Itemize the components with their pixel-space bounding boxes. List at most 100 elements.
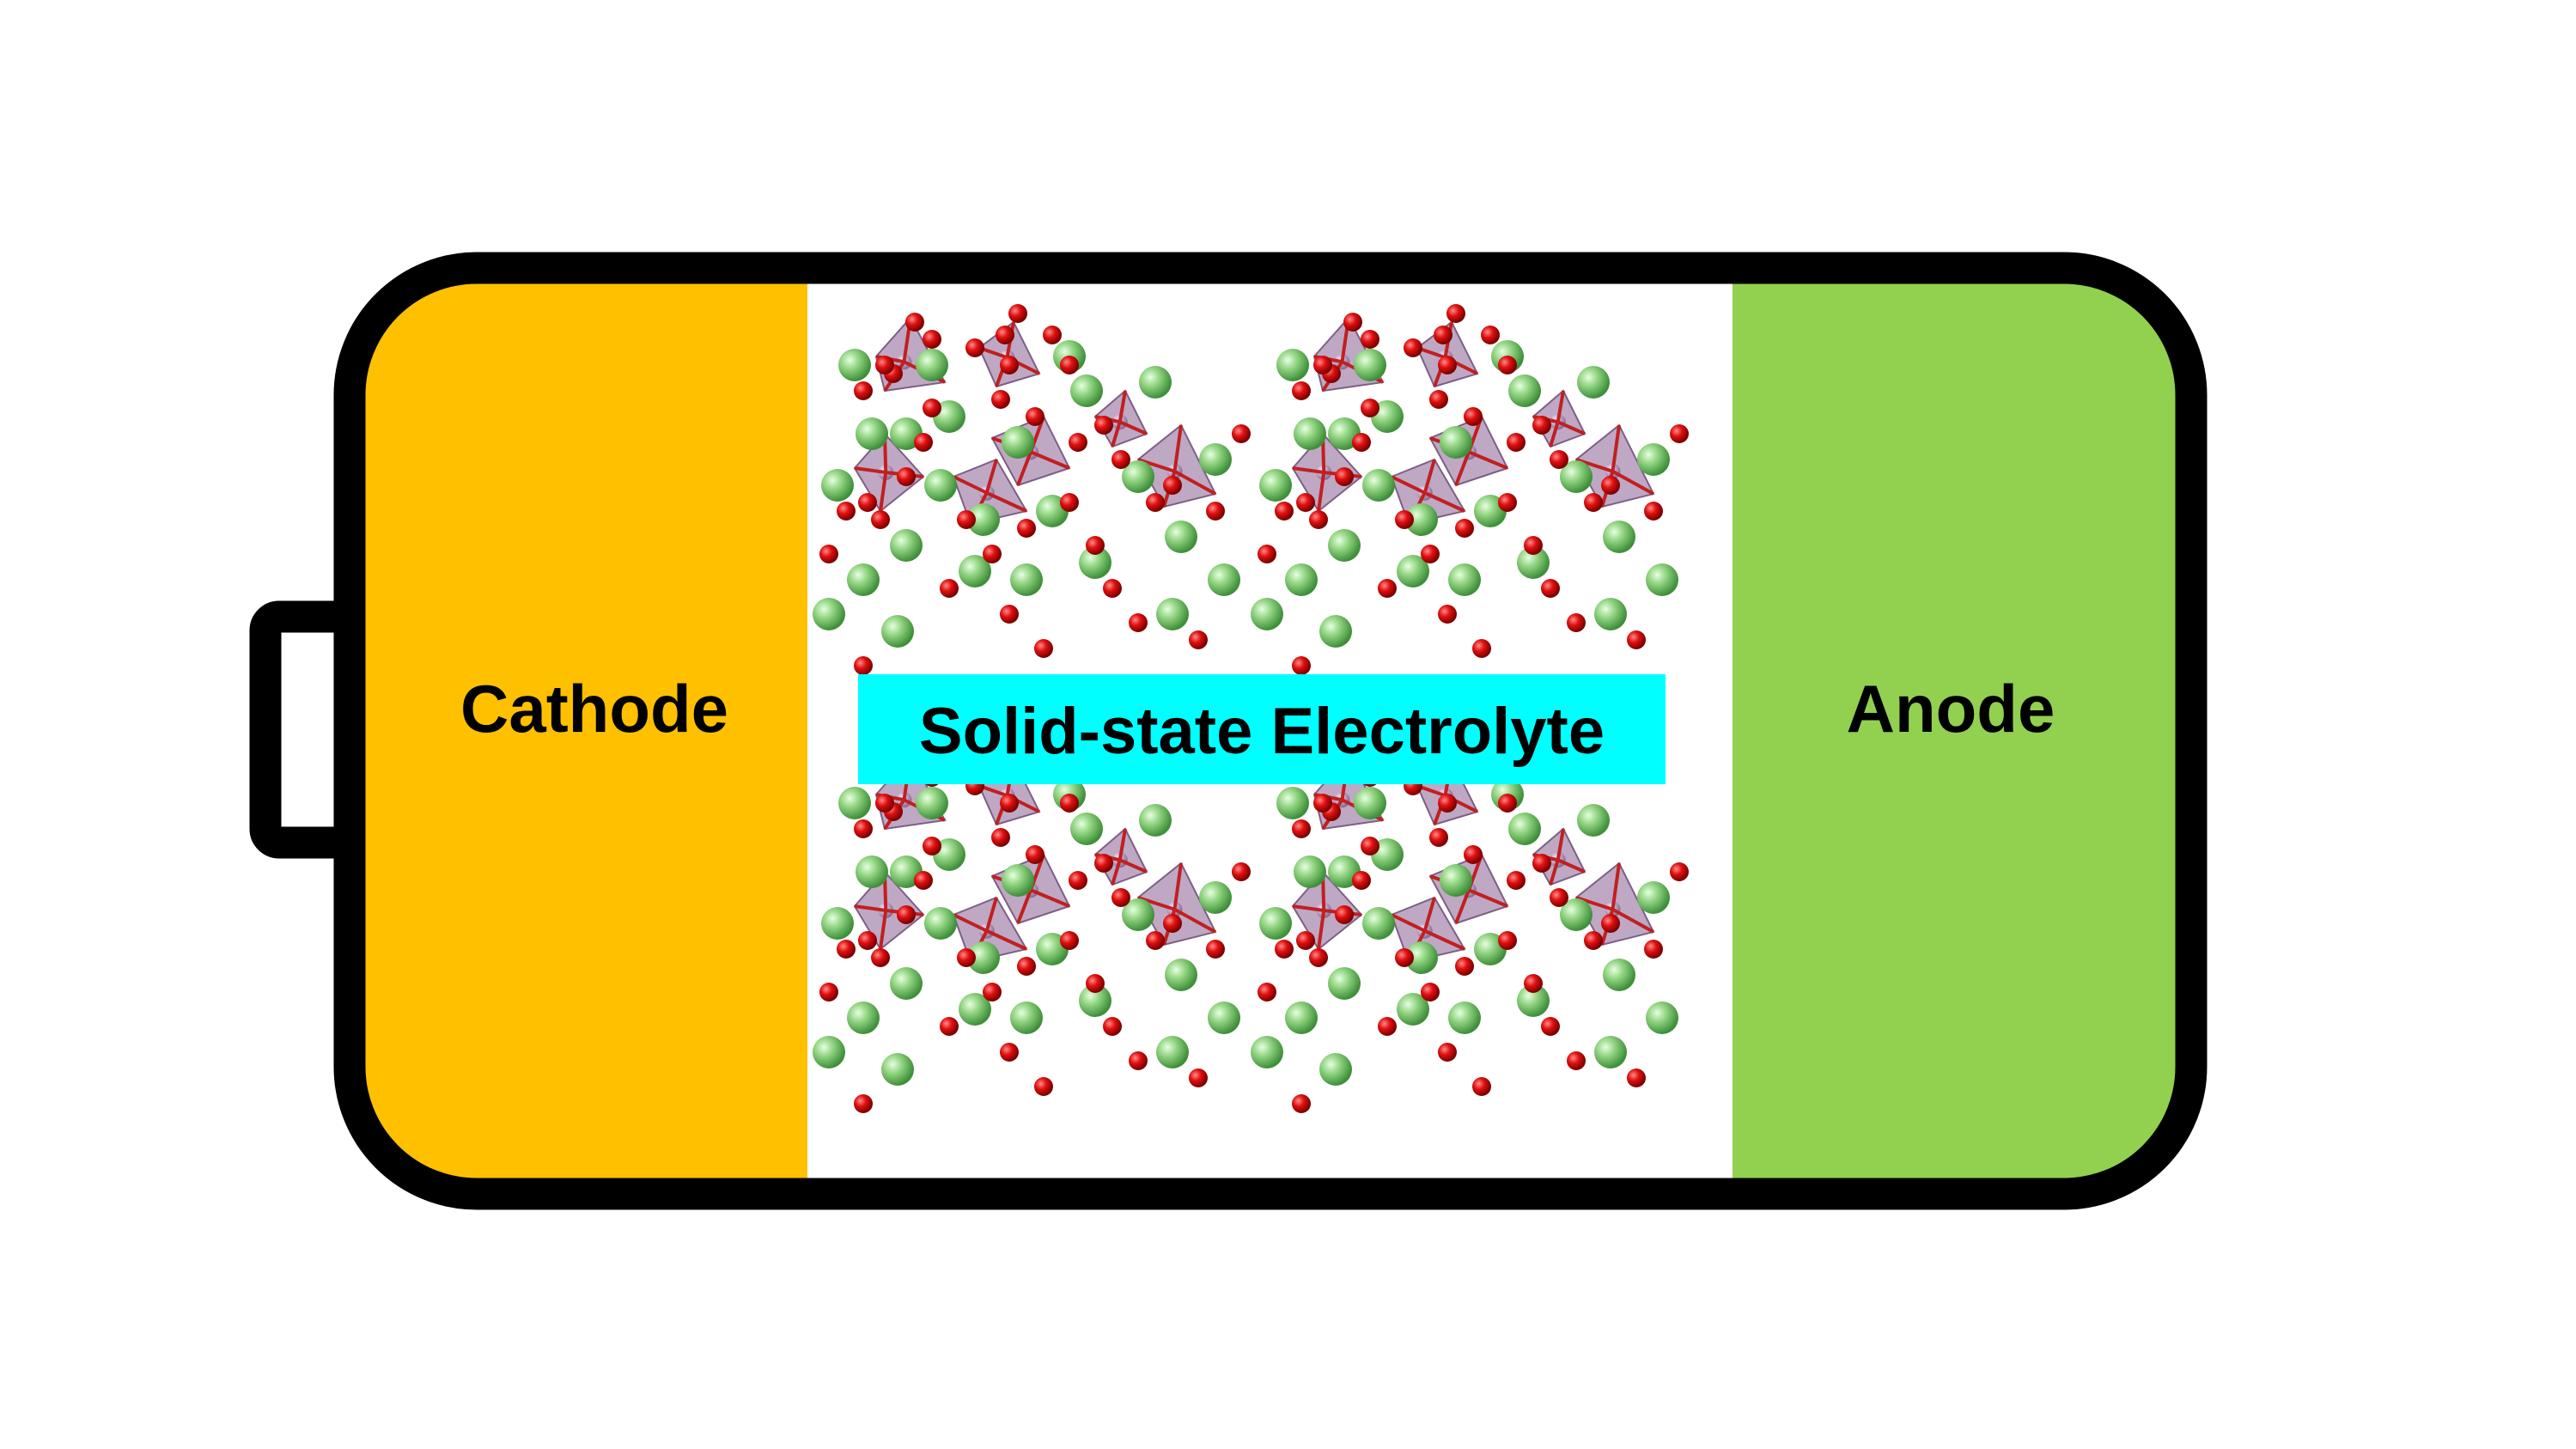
green-atom — [1156, 598, 1189, 630]
green-atom — [1010, 563, 1043, 596]
green-atom — [881, 615, 914, 648]
bond-line — [1391, 913, 1426, 933]
bond-line — [1454, 889, 1471, 924]
green-atom — [847, 563, 880, 596]
red-atom — [923, 837, 941, 855]
red-atom — [1069, 871, 1087, 890]
red-atom — [1111, 888, 1130, 907]
bond-line — [1172, 862, 1183, 910]
bond-line — [1317, 472, 1326, 512]
red-atom — [1000, 1043, 1019, 1062]
bond-line — [1118, 858, 1148, 874]
bond-line — [1556, 858, 1586, 874]
green-atom — [1440, 426, 1472, 459]
red-atom — [1524, 974, 1543, 993]
green-atom — [1165, 521, 1197, 553]
green-atom — [1560, 898, 1592, 931]
bond-line — [1611, 862, 1621, 910]
green-atom — [890, 967, 923, 1000]
red-atom — [1438, 605, 1457, 624]
red-atom — [1481, 326, 1500, 344]
red-atom — [1438, 1043, 1457, 1062]
green-atom — [924, 469, 957, 502]
bond-line — [854, 904, 886, 912]
bond-line — [1454, 451, 1471, 486]
green-atom — [1448, 1002, 1481, 1034]
green-atom — [1362, 907, 1395, 940]
electrolyte-label: Solid-state Electrolyte — [919, 695, 1605, 768]
bond-line — [1111, 859, 1122, 886]
green-atom — [1199, 881, 1232, 914]
bond-line — [1391, 475, 1426, 495]
red-atom — [1060, 794, 1079, 813]
red-atom — [1335, 905, 1354, 924]
red-atom — [1206, 940, 1225, 959]
red-atom — [1313, 356, 1332, 374]
green-atom — [1199, 443, 1232, 476]
red-atom — [1146, 493, 1165, 512]
red-atom — [1335, 467, 1354, 486]
green-atom — [1208, 1002, 1240, 1034]
red-atom — [1000, 605, 1019, 624]
green-atom — [1354, 349, 1386, 381]
green-atom — [1577, 366, 1610, 399]
bond-line — [953, 475, 988, 495]
red-atom — [1275, 502, 1294, 521]
green-atom — [847, 1002, 880, 1034]
green-atom — [813, 598, 845, 630]
green-atom — [1276, 787, 1309, 819]
green-atom — [1448, 563, 1481, 596]
red-atom — [1189, 630, 1208, 649]
anode-label: Anode — [1847, 671, 2055, 746]
red-atom — [1309, 948, 1328, 967]
green-atom — [1165, 959, 1197, 991]
bond-line — [1422, 897, 1436, 932]
green-atom — [1594, 1036, 1627, 1068]
red-atom — [1069, 433, 1087, 452]
green-atom — [1251, 598, 1283, 630]
red-atom — [1034, 639, 1053, 658]
bond-line — [1549, 859, 1560, 886]
red-atom — [1086, 536, 1105, 555]
bond-line — [953, 913, 988, 933]
red-atom — [1026, 407, 1044, 426]
red-atom — [1395, 948, 1414, 967]
bond-line — [984, 897, 998, 932]
green-atom — [1397, 555, 1429, 588]
green-atom — [1646, 563, 1678, 596]
bond-line — [985, 928, 1027, 951]
red-atom — [1601, 476, 1620, 495]
green-atom — [1285, 563, 1318, 596]
red-atom — [1472, 1077, 1491, 1096]
green-atom — [1079, 546, 1111, 579]
red-atom — [854, 656, 873, 675]
red-atom — [1292, 656, 1311, 675]
red-atom — [1498, 493, 1517, 512]
bond-line — [1118, 420, 1148, 435]
green-atom — [916, 349, 948, 381]
green-atom — [1517, 984, 1550, 1017]
red-atom — [854, 819, 873, 838]
red-atom — [819, 983, 838, 1002]
green-atom — [813, 1036, 845, 1068]
red-atom — [1343, 313, 1362, 332]
green-atom — [1276, 349, 1309, 381]
bond-line — [1137, 458, 1176, 473]
bond-line — [1575, 458, 1614, 473]
bond-line — [1468, 450, 1508, 470]
green-atom — [1070, 374, 1103, 407]
cathode-label: Cathode — [460, 671, 728, 746]
green-atom — [916, 787, 948, 819]
red-atom — [875, 794, 894, 813]
bond-line — [1422, 459, 1436, 494]
red-atom — [1532, 854, 1551, 873]
red-atom — [1498, 794, 1517, 813]
red-atom — [1292, 381, 1311, 400]
red-atom — [1017, 957, 1036, 976]
red-atom — [1232, 862, 1251, 881]
red-atom — [1309, 510, 1328, 529]
red-atom — [1395, 510, 1414, 529]
bond-line — [1556, 828, 1565, 861]
red-atom — [1567, 613, 1586, 632]
green-atom — [1328, 529, 1361, 562]
